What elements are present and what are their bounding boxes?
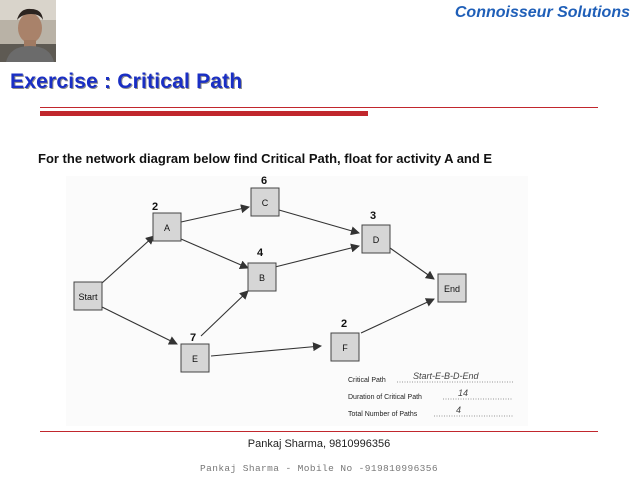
critical-path-label: Critical Path bbox=[348, 377, 386, 384]
edge-d-end bbox=[389, 247, 435, 280]
duration-label: Duration of Critical Path bbox=[348, 394, 422, 401]
node-label: Start bbox=[78, 292, 98, 302]
duration-label: 7 bbox=[190, 332, 196, 344]
presenter-photo bbox=[0, 0, 56, 62]
node-label: D bbox=[373, 235, 380, 245]
duration-label: 3 bbox=[370, 210, 376, 222]
node-e: E 7 bbox=[180, 332, 210, 373]
edge-start-a bbox=[101, 235, 155, 284]
node-f: F 2 bbox=[330, 318, 360, 362]
edge-e-b bbox=[200, 290, 249, 337]
exercise-instruction: For the network diagram below find Criti… bbox=[38, 151, 493, 166]
node-label: End bbox=[444, 284, 460, 294]
node-end: End bbox=[437, 273, 467, 303]
node-start: Start bbox=[73, 281, 103, 311]
title-divider-bar bbox=[40, 111, 368, 116]
critical-path-answer: Start-E-B-D-End bbox=[413, 371, 480, 381]
node-c: C 6 bbox=[250, 175, 280, 217]
edge-start-e bbox=[101, 306, 178, 345]
duration-label: 6 bbox=[261, 176, 267, 187]
duration-label: 2 bbox=[152, 201, 158, 213]
edge-b-d bbox=[274, 243, 360, 268]
duration-label: 4 bbox=[257, 247, 264, 259]
node-label: E bbox=[192, 354, 198, 364]
node-a: A 2 bbox=[152, 201, 182, 242]
node-label: F bbox=[342, 343, 348, 353]
edge-e-f bbox=[210, 342, 322, 357]
company-name: Connoisseur Solutions bbox=[454, 4, 630, 21]
node-d: D 3 bbox=[361, 210, 391, 254]
duration-answer: 14 bbox=[458, 388, 468, 398]
edge-f-end bbox=[360, 298, 435, 334]
footer-divider bbox=[40, 431, 598, 432]
contact-footer: Pankaj Sharma - Mobile No -919810996356 bbox=[200, 463, 438, 474]
paths-label: Total Number of Paths bbox=[348, 411, 418, 418]
network-diagram: Start A 2 C 6 B 4 D 3 E 7 bbox=[66, 175, 528, 426]
answers-block: Critical Path Start-E-B-D-End Duration o… bbox=[348, 371, 513, 418]
node-label: C bbox=[262, 198, 269, 208]
edge-a-c bbox=[180, 204, 250, 223]
node-label: A bbox=[164, 223, 170, 233]
node-label: B bbox=[259, 273, 265, 283]
title-divider-thin bbox=[40, 107, 598, 108]
presenter-footer: Pankaj Sharma, 9810996356 bbox=[247, 438, 391, 450]
node-b: B 4 bbox=[247, 247, 277, 292]
paths-answer: 4 bbox=[456, 405, 461, 415]
edge-c-d bbox=[278, 209, 360, 236]
edge-a-b bbox=[180, 238, 249, 269]
slide-title: Exercise : Critical Path bbox=[10, 70, 243, 93]
duration-label: 2 bbox=[341, 318, 347, 330]
